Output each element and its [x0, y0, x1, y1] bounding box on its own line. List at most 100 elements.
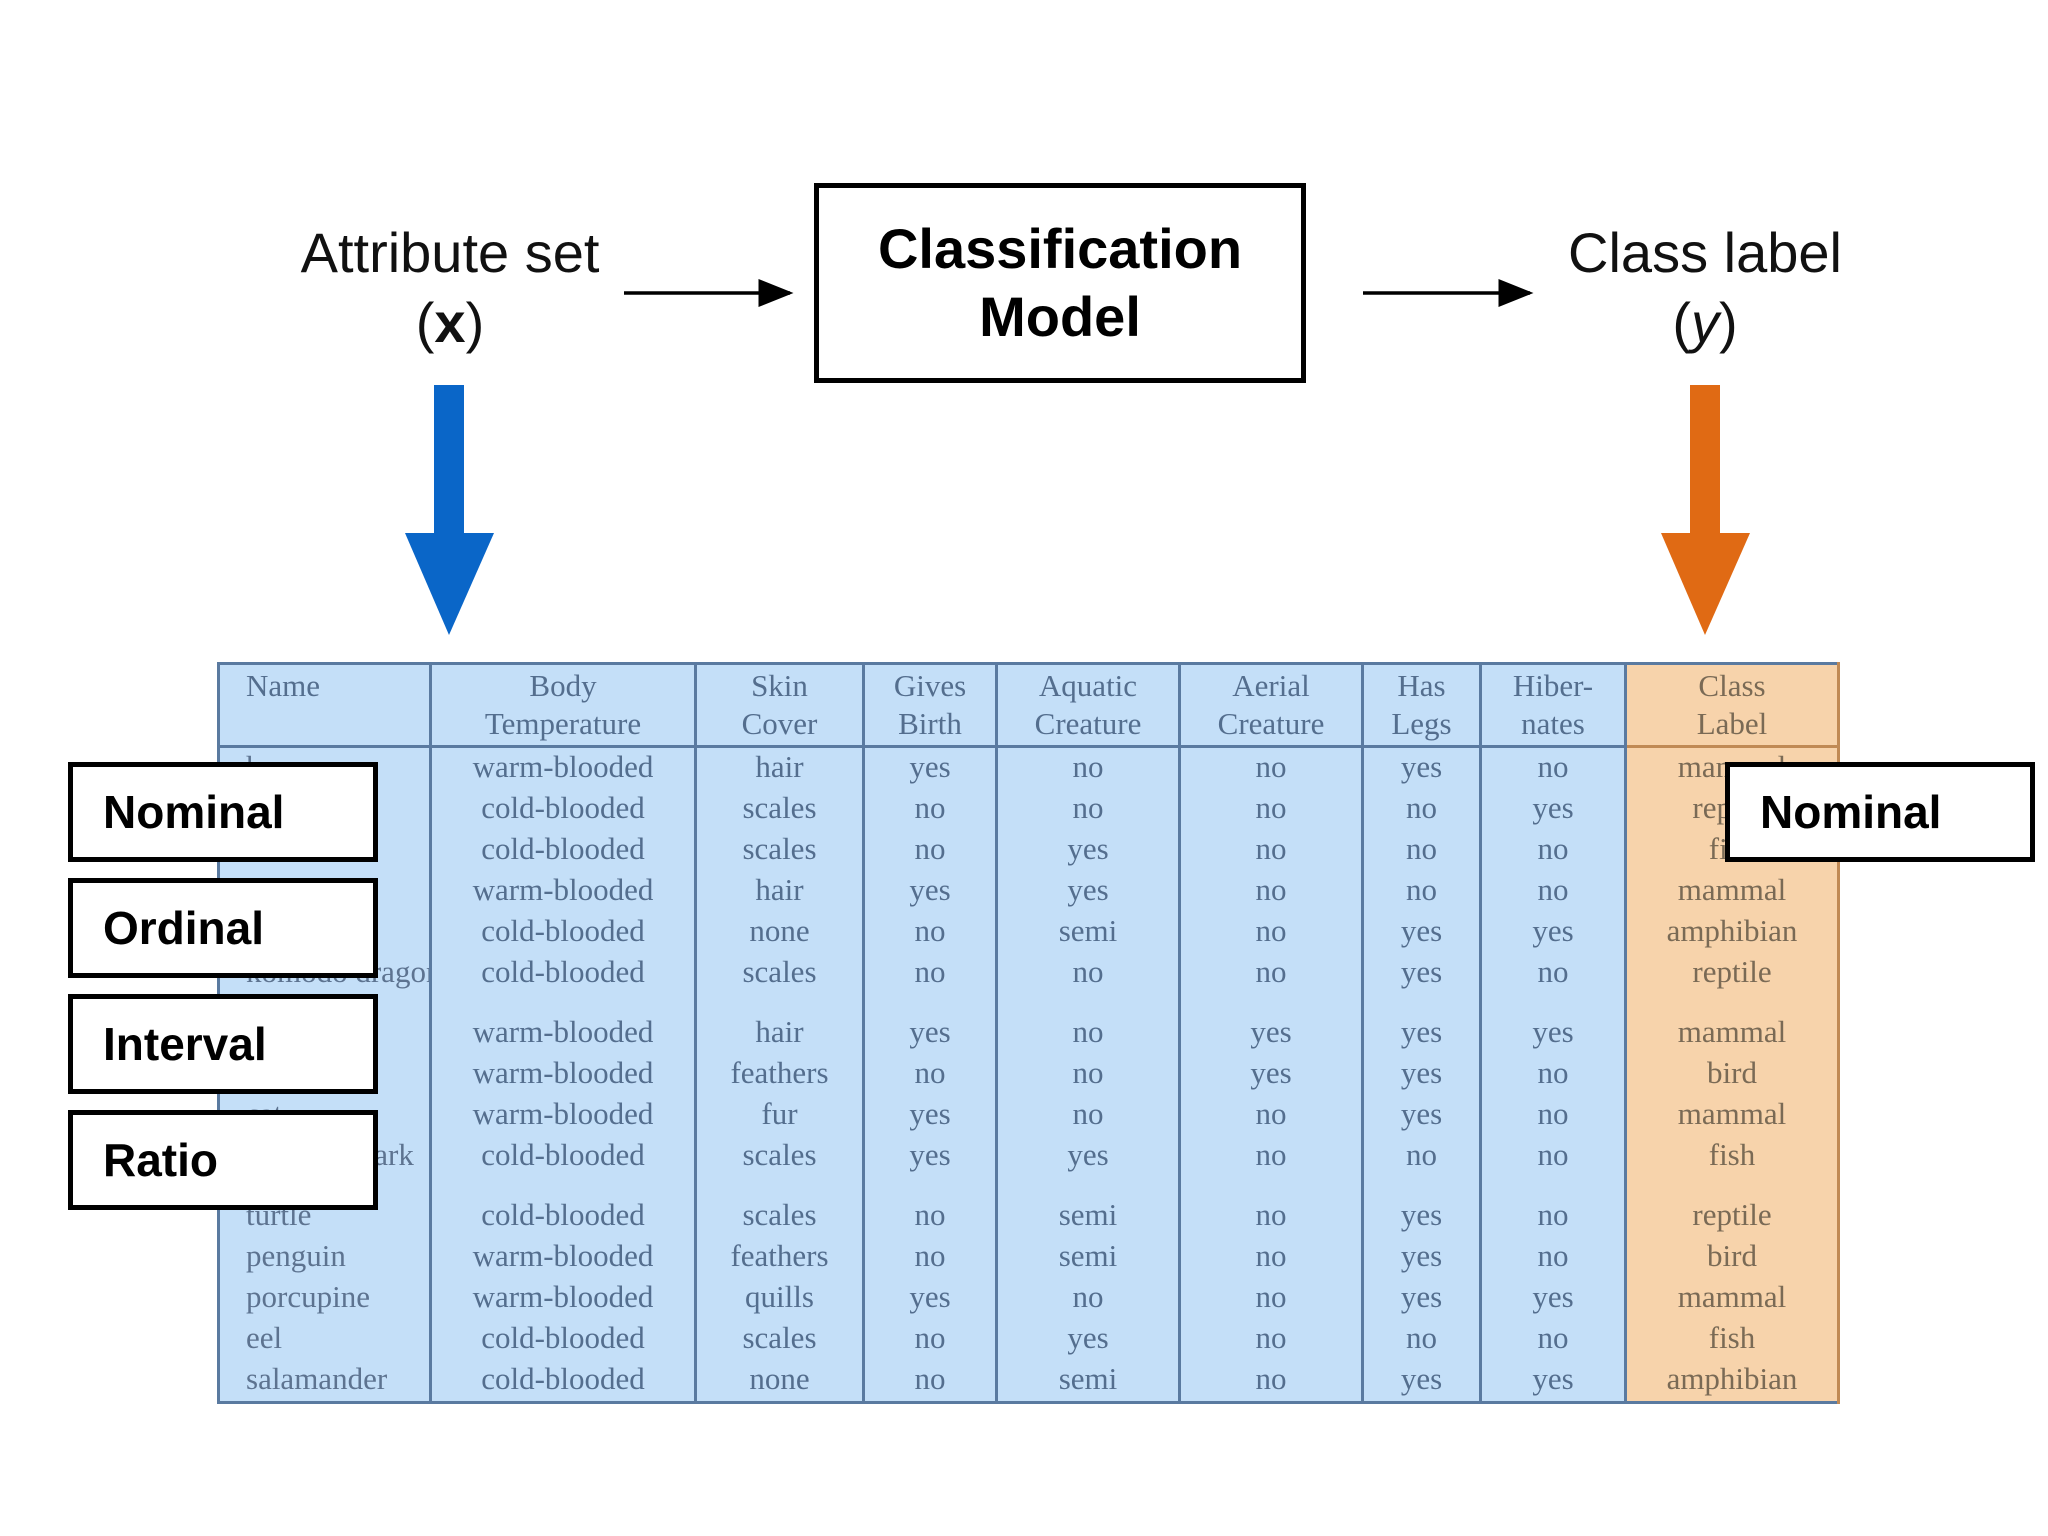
attribute-cell: no: [1178, 1359, 1364, 1403]
attribute-down-arrow: [405, 385, 494, 635]
x-symbol: x: [434, 291, 466, 354]
spacer-cell: [1479, 1176, 1627, 1196]
attribute-cell: semi: [995, 911, 1181, 953]
attribute-cell: no: [1479, 870, 1627, 912]
attribute-cell: yes: [1178, 1053, 1364, 1095]
attribute-cell: no: [862, 952, 998, 994]
attribute-cell: no: [1178, 789, 1364, 831]
class-label-cell: mammal: [1624, 870, 1840, 912]
attribute-cell: feathers: [694, 1236, 865, 1278]
attribute-cell: yes: [995, 1135, 1181, 1177]
class-label-cell: fish: [1624, 1318, 1840, 1360]
spacer-cell: [995, 993, 1181, 1013]
attribute-cell: yes: [1361, 1236, 1482, 1278]
header-line1: Body: [529, 668, 597, 703]
attribute-cell: yes: [1479, 1012, 1627, 1054]
attribute-cell: yes: [862, 1094, 998, 1136]
attribute-cell: no: [862, 1359, 998, 1403]
spacer-cell: [429, 993, 697, 1013]
attribute-cell: yes: [1361, 1012, 1482, 1054]
attribute-cell: scales: [694, 1318, 865, 1360]
attribute-cell: no: [995, 1012, 1181, 1054]
attribute-cell: scales: [694, 1135, 865, 1177]
table-row: frogcold-bloodednonenoseminoyesyesamphib…: [217, 911, 1840, 953]
nominal-tag-right: Nominal: [1725, 762, 2035, 862]
spacer-cell: [862, 1176, 998, 1196]
attribute-cell: cold-blooded: [429, 830, 697, 871]
header-line1: Aerial: [1232, 668, 1310, 703]
class-label-cell: amphibian: [1624, 911, 1840, 953]
attribute-cell: semi: [995, 1195, 1181, 1237]
attribute-cell: yes: [862, 1135, 998, 1177]
attribute-cell: no: [1178, 870, 1364, 912]
attribute-cell: no: [1178, 1236, 1364, 1278]
attribute-cell: semi: [995, 1236, 1181, 1278]
attribute-cell: yes: [862, 1012, 998, 1054]
attribute-cell: yes: [1361, 1277, 1482, 1319]
header-line2: nates: [1521, 706, 1585, 741]
attribute-cell: feathers: [694, 1053, 865, 1095]
column-header-hiber: Hiber-nates: [1479, 663, 1627, 748]
attribute-cell: no: [862, 911, 998, 953]
header-line2: Creature: [1034, 706, 1142, 741]
attribute-cell: no: [995, 746, 1181, 790]
ordinal-tag-text: Ordinal: [103, 902, 265, 954]
attribute-cell: no: [1479, 1318, 1627, 1360]
header-line1: Aquatic: [1038, 668, 1138, 703]
ordinal-tag: Ordinal: [68, 878, 378, 978]
attribute-cell: cold-blooded: [429, 1318, 697, 1360]
attribute-cell: yes: [1361, 1094, 1482, 1136]
spacer-cell: [1178, 993, 1364, 1013]
class-label-text: Class label: [1568, 221, 1842, 284]
animal-name-cell: salamander: [217, 1359, 432, 1403]
attribute-cell: no: [1178, 1195, 1364, 1237]
attribute-cell: fur: [694, 1094, 865, 1136]
attribute-cell: cold-blooded: [429, 789, 697, 831]
attribute-cell: yes: [995, 830, 1181, 871]
attribute-cell: yes: [1361, 952, 1482, 994]
attribute-cell: cold-blooded: [429, 1135, 697, 1177]
attribute-cell: cold-blooded: [429, 911, 697, 953]
attribute-cell: no: [1178, 830, 1364, 871]
attribute-cell: scales: [694, 830, 865, 871]
attribute-cell: yes: [862, 746, 998, 790]
attribute-cell: scales: [694, 952, 865, 994]
table-row: leopard sharkcold-bloodedscalesyesyesnon…: [217, 1135, 1840, 1177]
attribute-cell: no: [1479, 1094, 1627, 1136]
attribute-cell: no: [1479, 1236, 1627, 1278]
spacer-cell: [1178, 1176, 1364, 1196]
attribute-cell: no: [1361, 789, 1482, 831]
attribute-cell: no: [1479, 830, 1627, 871]
attribute-cell: warm-blooded: [429, 1012, 697, 1054]
spacer-cell: [1479, 993, 1627, 1013]
header-line1: Class: [1698, 668, 1766, 703]
table-row: pigeonwarm-bloodedfeathersnonoyesyesnobi…: [217, 1053, 1840, 1095]
attribute-cell: no: [1178, 1094, 1364, 1136]
header-line2: Creature: [1217, 706, 1325, 741]
header-line1: Has: [1397, 668, 1446, 703]
spacer-cell: [995, 1176, 1181, 1196]
attribute-cell: yes: [1479, 789, 1627, 831]
attribute-cell: warm-blooded: [429, 1277, 697, 1319]
class-label-cell: mammal: [1624, 1094, 1840, 1136]
header-line1: Name: [246, 668, 321, 703]
attribute-cell: no: [1178, 746, 1364, 790]
attribute-cell: yes: [1361, 1359, 1482, 1403]
attribute-cell: hair: [694, 746, 865, 790]
attribute-cell: cold-blooded: [429, 952, 697, 994]
attribute-cell: no: [862, 1318, 998, 1360]
attribute-cell: scales: [694, 1195, 865, 1237]
class-label-cell: reptile: [1624, 952, 1840, 994]
